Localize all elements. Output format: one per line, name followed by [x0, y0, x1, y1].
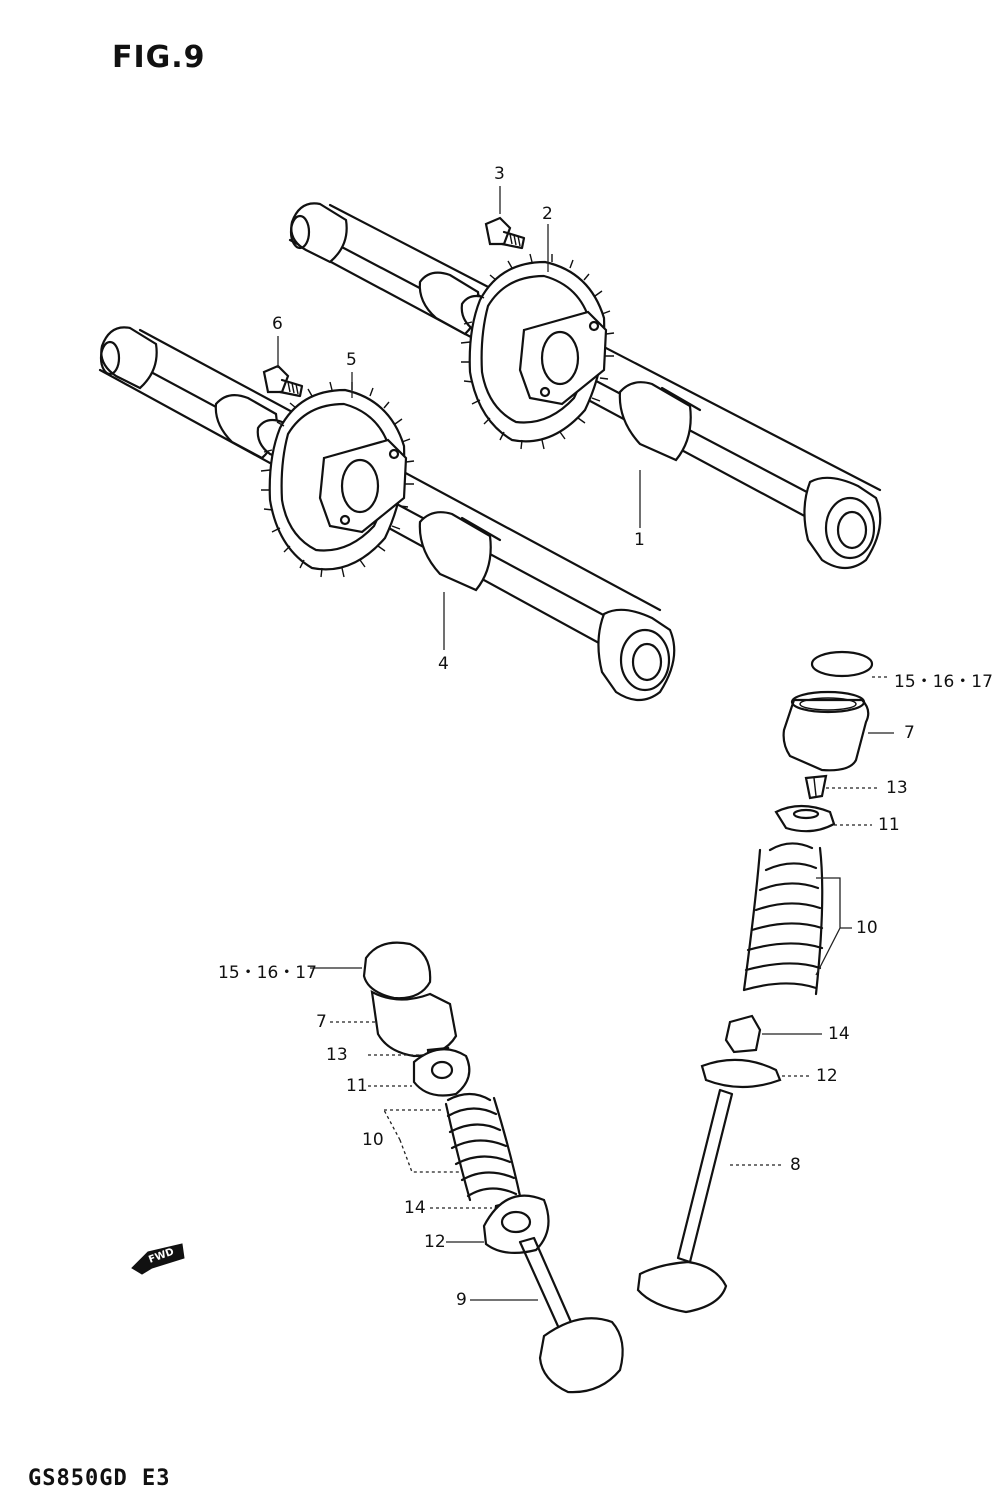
cam-sprocket-lower	[260, 381, 415, 578]
callout-1: 1	[634, 530, 645, 550]
callout-11-left: 11	[346, 1076, 368, 1096]
callout-15-16-17-right: 15・16・17	[894, 672, 993, 692]
callout-11-right: 11	[878, 815, 900, 835]
callout-7-left: 7	[316, 1012, 327, 1032]
cotter-right	[804, 774, 828, 800]
figure-title: FIG.9	[112, 40, 206, 75]
callout-13-right: 13	[886, 778, 908, 798]
shim-left	[362, 941, 432, 1000]
callout-14-left: 14	[404, 1198, 426, 1218]
callout-12-right: 12	[816, 1066, 838, 1086]
callout-15-16-17-left: 15・16・17	[218, 963, 317, 983]
callout-8: 8	[790, 1155, 801, 1175]
model-code: GS850GD E3	[28, 1466, 171, 1491]
leader-lines	[277, 186, 894, 1301]
callout-5: 5	[346, 350, 357, 370]
callout-2: 2	[542, 204, 553, 224]
cam-sprocket-upper	[460, 253, 615, 450]
callout-3: 3	[494, 164, 505, 184]
retainer-right	[774, 804, 836, 833]
seat-left	[482, 1194, 550, 1255]
callout-7-right: 7	[904, 723, 915, 743]
callout-9: 9	[456, 1290, 467, 1310]
callout-10-right: 10	[856, 918, 878, 938]
seat-right	[700, 1058, 782, 1089]
valve-right	[636, 1088, 734, 1314]
retainer-left	[412, 1048, 471, 1097]
shim-right	[810, 650, 874, 678]
springs-left	[444, 1092, 522, 1202]
bolt-6	[262, 364, 304, 398]
callout-14-right: 14	[828, 1024, 850, 1044]
callout-13-left: 13	[326, 1045, 348, 1065]
springs-right	[742, 842, 824, 996]
seal-right	[724, 1014, 762, 1054]
tappet-right	[782, 690, 870, 772]
callout-6: 6	[272, 314, 283, 334]
callout-12-left: 12	[424, 1232, 446, 1252]
tappet-left	[370, 989, 458, 1058]
callout-10-left: 10	[362, 1130, 384, 1150]
fwd-arrow-icon: FWD	[131, 1243, 185, 1275]
valve-left	[518, 1236, 624, 1394]
bolt-3	[484, 216, 526, 250]
callout-4: 4	[438, 654, 449, 674]
